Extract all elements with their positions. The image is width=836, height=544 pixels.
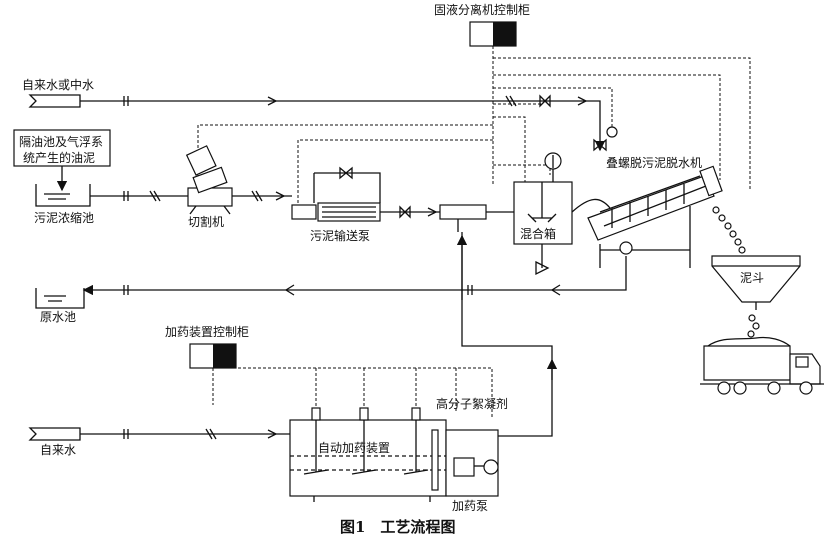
sludge-hopper-label: 泥斗 [740, 271, 764, 285]
mixing-tank-icon [513, 152, 573, 276]
oil-sludge-source-box [13, 129, 111, 167]
polymer-flocculant-label: 高分子絮凝剂 [436, 396, 508, 411]
tap-water-label: 自来水 [40, 443, 76, 457]
raw-water-tank [35, 288, 85, 309]
sludge-pump-label: 污泥输送泵 [310, 228, 370, 243]
valve-icon [593, 126, 618, 152]
screw-press-label: 叠螺脱污泥脱水机 [606, 155, 702, 170]
separator-control-lines [197, 46, 751, 205]
sludge-cake-particles [712, 206, 746, 254]
dosing-pump-label: 加药泵 [452, 499, 488, 513]
cutter-label: 切割机 [188, 214, 224, 229]
dosing-control-panel [189, 343, 237, 369]
mixing-tank-label: 混合箱 [520, 226, 556, 241]
falling-cake-particles [747, 314, 760, 338]
dosing-panel-label: 加药装置控制柜 [165, 325, 249, 339]
sludge-pump-icon [291, 166, 381, 222]
polymer-feed-riser [461, 232, 553, 437]
cutter-icon [185, 145, 233, 215]
tap-reclaimed-water-pipe [80, 100, 606, 152]
tap-water-inlet-2-icon [28, 427, 81, 441]
dump-truck-icon [700, 336, 824, 395]
raw-water-tank-label: 原水池 [40, 310, 76, 324]
auto-dosing-unit-icon [289, 407, 447, 502]
dosing-pipe-fittings-icon [123, 428, 278, 440]
separator-panel-label: 固液分离机控制柜 [434, 2, 530, 17]
oil-sludge-source-label-line2: 统产生的油泥 [23, 150, 95, 165]
auto-dosing-label: 自动加药装置 [318, 441, 390, 455]
oil-sludge-source-label: 隔油池及气浮系 统产生的油泥 [19, 134, 107, 165]
pipe-fittings-icon [123, 190, 286, 202]
dosing-pump-skid-icon [445, 429, 499, 497]
separator-control-panel [469, 21, 517, 47]
pipe-flange-icon [123, 94, 588, 108]
screw-press-icon [571, 165, 723, 268]
filtrate-return-pipe [82, 256, 627, 296]
sludge-hopper-icon [711, 255, 801, 310]
inline-mixer-icon [399, 204, 487, 232]
sludge-thickener-label: 污泥浓缩池 [34, 210, 94, 225]
dosing-control-lines [212, 367, 493, 418]
tap-water-inlet-icon [28, 94, 81, 108]
figure-caption: 图1 工艺流程图 [340, 518, 455, 536]
return-pipe-fittings-icon [123, 284, 561, 296]
tap-reclaimed-water-label: 自来水或中水 [22, 77, 94, 92]
sludge-thickener-tank [35, 184, 91, 207]
